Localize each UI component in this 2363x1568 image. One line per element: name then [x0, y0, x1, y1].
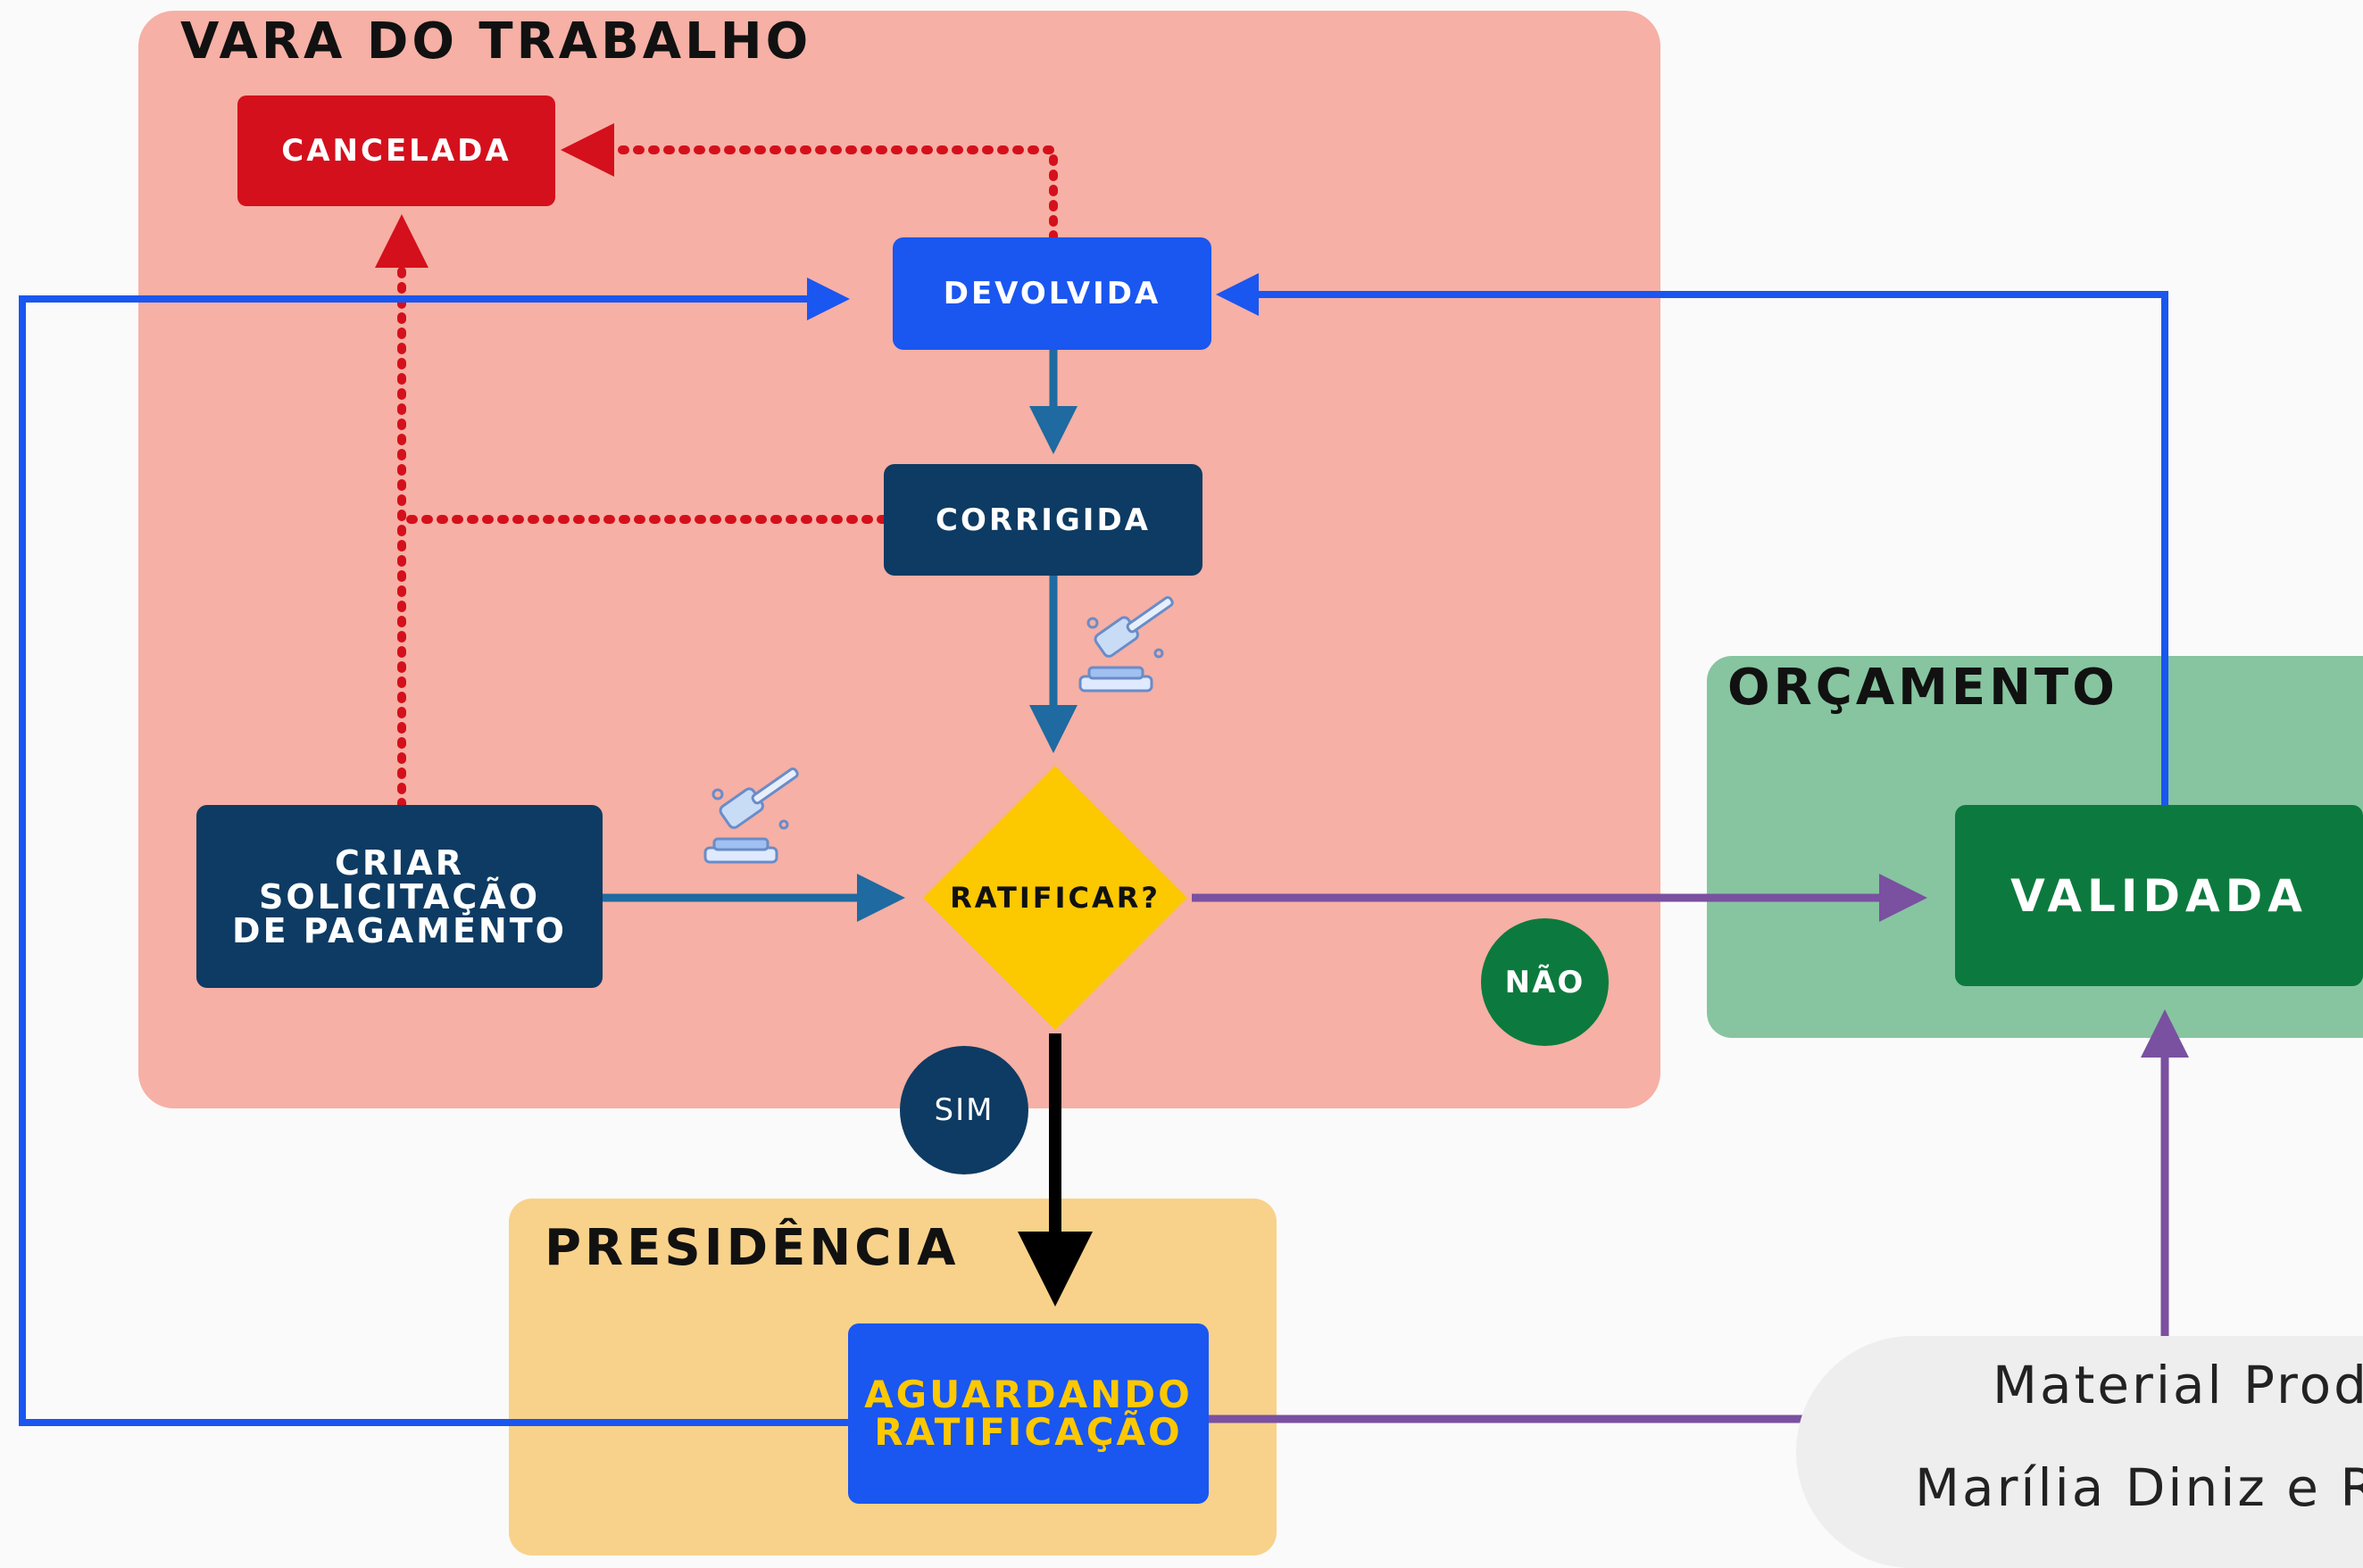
node-ratificar: RATIFICAR?: [950, 881, 1161, 915]
ratificar-diamond: [923, 766, 1187, 1030]
node-aguardando-ratificacao: AGUARDANDO RATIFICAÇÃO: [848, 1323, 1209, 1504]
orcamento-title: ORÇAMENTO: [1727, 659, 2118, 717]
gavel-icon: [1078, 596, 1174, 693]
node-validada: VALIDADA: [1955, 805, 2363, 986]
flowchart-canvas: VARA DO TRABALHO ORÇAMENTO PRESIDÊNCIA: [19, 11, 2363, 1568]
edge-devolvida-cancelada: [561, 123, 1058, 242]
credit-line-1: Material Prod: [1993, 1355, 2363, 1415]
presidencia-title: PRESIDÊNCIA: [545, 1219, 960, 1277]
credit-line-2: Marília Diniz e R: [1915, 1457, 2363, 1518]
badge-nao: NÃO: [1481, 918, 1609, 1046]
connectors: [19, 123, 2189, 1426]
gavel-icon: [703, 767, 799, 864]
edge-validada-devolvida: [1216, 273, 2168, 808]
edge-aguardando-devolvida: [19, 278, 850, 1426]
badge-sim: SIM: [900, 1046, 1028, 1174]
node-cancelada: CANCELADA: [237, 95, 555, 206]
node-criar-solicitacao: CRIAR SOLICITAÇÃO DE PAGAMENTO: [196, 805, 603, 988]
node-devolvida: DEVOLVIDA: [893, 237, 1211, 350]
node-corrigida: CORRIGIDA: [884, 464, 1202, 576]
vara-title: VARA DO TRABALHO: [180, 12, 812, 71]
